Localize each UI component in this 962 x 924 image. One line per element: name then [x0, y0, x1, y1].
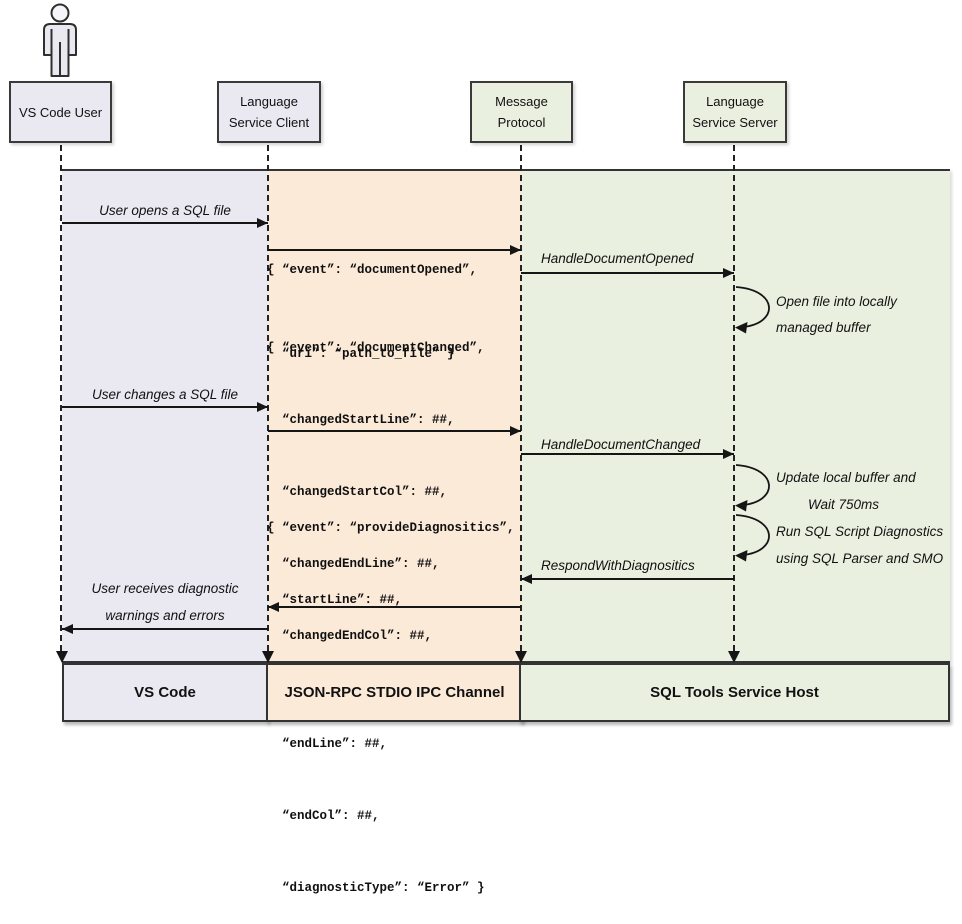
payload-line: “changedStartCol”: ##, — [267, 485, 448, 499]
arrow-handle-document-changed — [521, 449, 734, 459]
payload-line: { “event”: “documentChanged”, — [267, 341, 485, 355]
payload-line: “changedEndCol”: ##, — [267, 629, 433, 643]
payload-document-opened: { “event”: “documentOpened”, “uri”: “pat… — [267, 200, 477, 396]
lifeline-language-service-client — [267, 145, 270, 655]
payload-line: “uri”: “path_to_file” } — [267, 347, 455, 361]
participant-box-vs-code-user: VS Code User — [9, 81, 112, 143]
message-label-handle-document-opened: HandleDocumentOpened — [541, 251, 694, 266]
participant-box-language-service-server: Language Service Server — [683, 81, 787, 143]
arrow-document-opened-payload — [268, 245, 521, 255]
message-label-line: warnings and errors — [105, 608, 225, 623]
footer-box-sql-tools-service-host: SQL Tools Service Host — [519, 663, 950, 722]
payload-line: { “event”: “provideDiagnositics”, — [267, 521, 515, 535]
arrow-respond-with-diagnostics — [521, 574, 734, 584]
message-label-handle-document-changed: HandleDocumentChanged — [541, 437, 701, 452]
footer-label: VS Code — [134, 684, 196, 701]
arrow-document-changed-payload — [268, 426, 521, 436]
down-arrow-vs-code-user — [56, 651, 68, 663]
arrow-diagnostics-payload — [268, 602, 521, 612]
lifeline-vs-code-user — [60, 145, 63, 655]
down-arrow-language-service-client — [262, 651, 274, 663]
annotation-open-file-line1: Open file into locally — [776, 294, 897, 309]
participant-label: VS Code User — [18, 104, 103, 120]
participant-label: Message — [495, 94, 548, 109]
self-loop-run-diagnostics — [735, 514, 770, 562]
footer-box-vs-code: VS Code — [62, 663, 268, 722]
arrow-user-receives-diagnostics — [62, 624, 268, 634]
message-label-respond-with-diagnostics: RespondWithDiagnositics — [541, 558, 695, 573]
participant-label: Language — [706, 94, 764, 109]
annotation-update-buffer-line1: Update local buffer and — [776, 470, 916, 485]
arrow-user-opens-file — [62, 218, 268, 228]
footer-label: JSON-RPC STDIO IPC Channel — [284, 684, 505, 701]
payload-line: “changedEndLine”: ##, — [267, 557, 440, 571]
annotation-run-diagnostics-line2: using SQL Parser and SMO — [776, 551, 944, 566]
self-loop-open-file-into-buffer — [735, 286, 770, 334]
participant-label: Service Server — [692, 115, 778, 130]
lifeline-message-protocol — [520, 145, 523, 655]
message-label-user-changes-file: User changes a SQL file — [91, 387, 239, 402]
sequence-lane-area — [62, 169, 950, 663]
participant-box-message-protocol: Message Protocol — [470, 81, 573, 143]
lane-sql-tools-host — [521, 171, 950, 661]
annotation-run-diagnostics-line1: Run SQL Script Diagnostics — [776, 524, 944, 539]
participant-label: Service Client — [228, 115, 310, 130]
annotation-update-buffer-line2: Wait 750ms — [808, 497, 880, 512]
lane-json-rpc-channel — [268, 171, 521, 661]
participant-label: Language — [240, 94, 298, 109]
payload-line: “endCol”: ##, — [267, 809, 380, 823]
actor-icon — [43, 3, 77, 77]
message-label-user-opens-file: User opens a SQL file — [99, 203, 231, 218]
down-arrow-message-protocol — [515, 651, 527, 663]
payload-line: { “event”: “documentOpened”, — [267, 263, 478, 277]
payload-line: “diagnosticType”: “Error” } — [267, 881, 485, 895]
annotation-open-file-line2: managed buffer — [776, 320, 871, 335]
participant-label: Protocol — [497, 115, 546, 130]
payload-line: “endLine”: ##, — [267, 737, 388, 751]
lane-vs-code — [62, 171, 268, 661]
arrow-handle-document-opened — [521, 268, 734, 278]
lifeline-language-service-server — [733, 145, 736, 655]
footer-box-json-rpc-channel: JSON-RPC STDIO IPC Channel — [266, 663, 523, 722]
message-label-user-receives-diagnostics: User receives diagnostic warnings and er… — [62, 575, 268, 629]
payload-line: “startLine”: ##, — [267, 593, 403, 607]
message-label-line: User receives diagnostic — [91, 581, 239, 596]
payload-line: “changedStartLine”: ##, — [267, 413, 455, 427]
footer-label: SQL Tools Service Host — [650, 684, 819, 701]
participant-box-language-service-client: Language Service Client — [217, 81, 321, 143]
arrow-user-changes-file — [62, 402, 268, 412]
down-arrow-language-service-server — [728, 651, 740, 663]
self-loop-update-buffer — [735, 464, 770, 512]
